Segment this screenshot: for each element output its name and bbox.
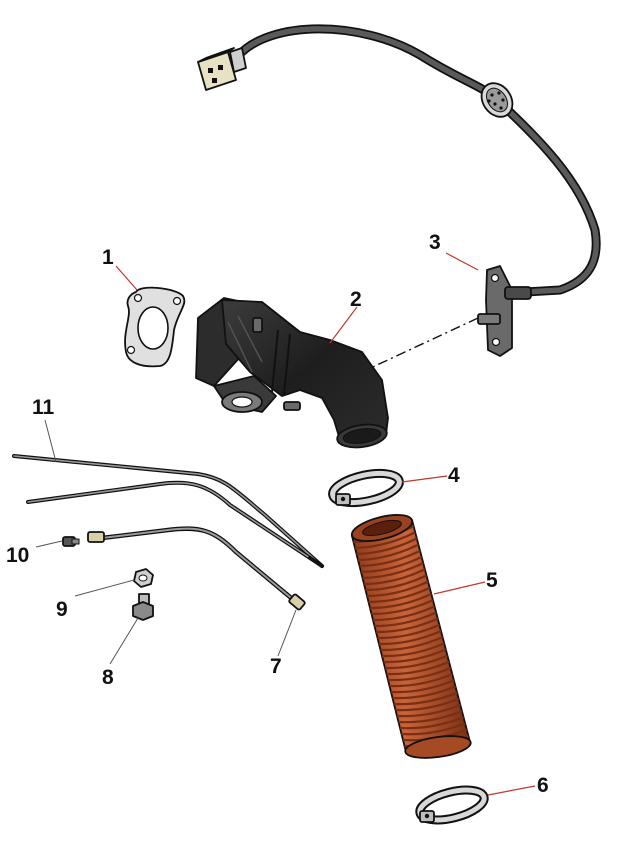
hose-ridge	[354, 531, 416, 550]
callout-11: 11	[32, 396, 55, 419]
screw	[62, 536, 80, 547]
hose-ridge	[390, 679, 455, 694]
hose-ridge	[366, 580, 429, 598]
hose-ridge	[381, 642, 445, 658]
hose-ridge	[386, 660, 450, 676]
hose-ridge	[401, 722, 466, 736]
wire-rod	[12, 454, 324, 568]
hose-ridge	[359, 549, 421, 568]
alignment-line	[361, 317, 479, 373]
leader-lines	[35, 252, 536, 796]
hose-ridge	[389, 673, 453, 688]
hose-ridge	[399, 716, 464, 730]
cable-connector	[197, 47, 247, 91]
hose-ridge	[362, 562, 424, 580]
sensor-cable	[233, 24, 601, 297]
callout-9: 9	[56, 598, 68, 621]
callout-7: 7	[270, 655, 282, 678]
hose-ridges	[353, 525, 469, 748]
intake-elbow	[195, 297, 389, 449]
hose-ridge	[395, 697, 460, 712]
hose-clamp-upper	[328, 468, 404, 508]
hose-ridge	[374, 611, 437, 628]
callout-1: 1	[102, 246, 114, 269]
callout-6: 6	[537, 774, 549, 797]
hose-ridge	[398, 710, 463, 724]
hose-ridge	[392, 685, 456, 700]
hose-clamp-lower	[415, 785, 489, 825]
cable-grommet	[480, 82, 514, 118]
hose-ridge	[372, 605, 436, 622]
callout-3: 3	[429, 231, 441, 254]
sensor-bracket	[477, 265, 532, 357]
corrugated-hose	[350, 514, 472, 759]
hose-ridge	[356, 537, 418, 556]
callout-4: 4	[448, 464, 460, 487]
hose-ridge	[378, 629, 442, 646]
hose-ridge	[357, 543, 419, 562]
nut	[133, 568, 154, 588]
gasket	[124, 286, 186, 368]
callouts: 1 2 3 4 5 6 7 8 9 10 11	[6, 231, 549, 797]
hose-ridge	[375, 617, 439, 634]
callout-8: 8	[102, 666, 114, 689]
hose-ridge	[369, 592, 432, 610]
hose-ridge	[383, 648, 447, 664]
hose-ridge	[396, 703, 461, 718]
sensor-cable-assembly	[197, 24, 601, 357]
callout-5: 5	[486, 569, 498, 592]
hose-ridge	[368, 586, 431, 604]
hose-ridge	[387, 666, 452, 682]
hose-ridge	[371, 599, 434, 616]
fitting	[132, 593, 154, 621]
hose-ridge	[363, 568, 426, 586]
callout-2: 2	[350, 288, 362, 311]
hose-ridge	[393, 691, 458, 706]
hose-ridge	[365, 574, 427, 592]
hose-ridge	[360, 556, 423, 574]
hose-ridge	[380, 636, 444, 652]
hose-ridge	[377, 623, 440, 640]
pipe-with-fittings	[87, 526, 306, 611]
hose-ridge	[384, 654, 448, 670]
callout-10: 10	[6, 544, 29, 567]
